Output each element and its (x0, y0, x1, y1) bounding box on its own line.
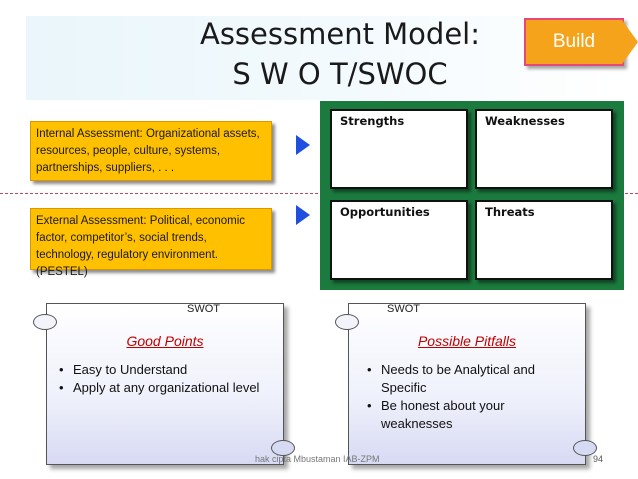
good-points-list: Easy to Understand Apply at any organiza… (59, 361, 279, 397)
arrow-right-icon (296, 205, 310, 225)
pitfalls-heading: Possible Pitfalls (417, 333, 517, 349)
pitfalls-scroll: SWOT Possible Pitfalls Needs to be Analy… (335, 303, 597, 465)
weaknesses-quadrant: Weaknesses (475, 109, 613, 189)
pitfalls-list: Needs to be Analytical and Specific Be h… (367, 361, 557, 433)
good-points-scroll: SWOT Good Points Easy to Understand Appl… (33, 303, 295, 465)
scroll-tag: SWOT (387, 303, 420, 315)
list-item: Easy to Understand (59, 361, 279, 379)
slide-title: Assessment Model: S W O T/SWOC (130, 14, 550, 94)
build-button[interactable]: Build (524, 18, 624, 66)
scroll-tag: SWOT (187, 303, 220, 315)
opportunities-quadrant: Opportunities (330, 200, 468, 280)
page-number: 94 (593, 454, 604, 464)
list-item: Be honest about your weaknesses (367, 397, 557, 433)
build-arrow-icon (622, 20, 638, 64)
list-item: Apply at any organizational level (59, 379, 279, 397)
strengths-quadrant: Strengths (330, 109, 468, 189)
scroll-curl (335, 314, 359, 330)
internal-assessment-box: Internal Assessment: Organizational asse… (30, 121, 272, 181)
list-item: Needs to be Analytical and Specific (367, 361, 557, 397)
scroll-curl (271, 440, 295, 456)
weaknesses-label: Weaknesses (485, 114, 565, 128)
arrow-right-icon (296, 135, 310, 155)
footer-text: hak cipta Mbustaman IAB-ZPM (255, 454, 380, 464)
strengths-label: Strengths (340, 114, 405, 128)
scroll-curl (573, 440, 597, 456)
external-assessment-box: External Assessment: Political, economic… (30, 208, 272, 278)
opportunities-label: Opportunities (340, 205, 430, 219)
threats-label: Threats (485, 205, 535, 219)
title-band (26, 16, 618, 100)
good-points-heading: Good Points (126, 333, 204, 349)
title-line-1: Assessment Model: (199, 17, 481, 51)
scroll-curl (33, 314, 57, 330)
threats-quadrant: Threats (475, 200, 613, 280)
title-line-2: S W O T/SWOC (232, 57, 448, 91)
dashed-divider (0, 193, 638, 194)
swot-grid: Strengths Weaknesses Opportunities Threa… (320, 101, 624, 290)
